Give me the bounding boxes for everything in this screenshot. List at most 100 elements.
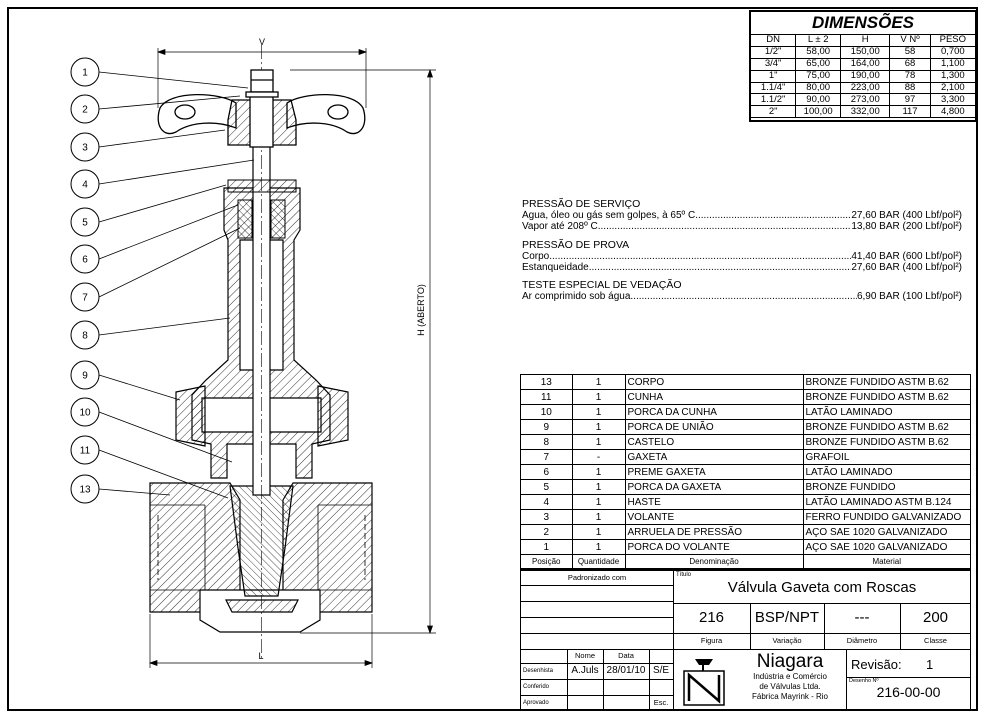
callout-bubble: 6 [70, 204, 239, 274]
company-line-1: Indústria e Comércio [753, 672, 827, 681]
parts-cell: FERRO FUNDIDO GALVANIZADO [802, 509, 970, 525]
parts-cell: PORCA DO VOLANTE [624, 539, 804, 555]
title-block: Padronizado com Título Válvula Gaveta co… [520, 570, 971, 711]
dim-cell: 332,00 [840, 105, 891, 119]
callout-leader [98, 184, 227, 223]
date-header: Data [618, 651, 634, 660]
parts-cell: 7 [521, 449, 573, 465]
note-value: 13,80 BAR (200 Lbf/pol²) [851, 221, 962, 233]
dimensions-table: DIMENSÕES DN L ± 2 H V Nº PESO 1/2"58,00… [749, 10, 977, 122]
handwheel [157, 69, 366, 148]
callout-circle [70, 244, 100, 274]
company-name: Niagara [756, 651, 824, 672]
dim-cell: 1,300 [929, 69, 975, 83]
parts-cell: 1 [521, 539, 573, 555]
callout-number: 4 [82, 180, 88, 191]
callout-number: 7 [82, 293, 88, 304]
parts-cell: 1 [571, 389, 626, 405]
callout-number: 8 [82, 331, 88, 342]
dim-cell: 1,100 [929, 57, 975, 71]
callout-bubble: 4 [70, 159, 255, 199]
diameter-label: Diâmetro [846, 636, 878, 645]
callout-circle [70, 435, 100, 465]
dim-cell: 97 [889, 93, 931, 107]
dim-cell: 78 [889, 69, 931, 83]
parts-cell: LATÃO LAMINADO ASTM B.124 [802, 494, 970, 510]
callout-number: 3 [82, 143, 88, 154]
callout-bubble: 3 [70, 129, 226, 162]
diameter-value: --- [854, 609, 870, 626]
note-value: 27,60 BAR (400 Lbf/pol²) [851, 262, 962, 274]
variation-label: Variação [772, 636, 802, 645]
company-line-2: de Válvulas Ltda. [759, 682, 821, 691]
note-value: 41,40 BAR (600 Lbf/pol²) [851, 250, 962, 262]
note-leader-dots [589, 262, 852, 273]
note-leader-dots [695, 210, 851, 221]
callout-circle [70, 397, 100, 427]
parts-header: Quantidade [571, 554, 626, 569]
parts-cell: - [571, 449, 626, 465]
callout-leader [98, 374, 181, 401]
dim-cell: 1/2" [751, 45, 797, 59]
parts-cell: 3 [521, 509, 573, 525]
title-label: Título [676, 572, 692, 578]
callout-leader [98, 95, 241, 110]
parts-cell: 4 [521, 494, 573, 510]
figure-value: 216 [698, 609, 725, 626]
parts-cell: 1 [571, 479, 626, 495]
parts-cell: BRONZE FUNDIDO ASTM B.62 [802, 434, 970, 450]
drawing-sheet [7, 7, 978, 711]
callout-number: 9 [82, 371, 88, 382]
parts-cell: 1 [571, 539, 626, 555]
parts-cell: BRONZE FUNDIDO [802, 479, 970, 495]
parts-cell: GAXETA [624, 449, 804, 465]
parts-cell: 11 [521, 389, 573, 405]
parts-cell: 1 [571, 419, 626, 435]
callout-bubble: 13 [70, 474, 171, 504]
dim-cell: 1" [751, 69, 797, 83]
dim-v-label: V [259, 37, 265, 47]
parts-cell: 2 [521, 524, 573, 540]
note-label: Água, óleo ou gás sem golpes, à 65º C [522, 210, 696, 222]
callout-circle [70, 169, 100, 199]
callout-circle [70, 474, 100, 504]
callout-bubble: 2 [70, 94, 241, 124]
dim-cell: 3,300 [929, 93, 975, 107]
parts-cell: CASTELO [624, 434, 804, 450]
parts-cell: 1 [571, 509, 626, 525]
parts-cell: AÇO SAE 1020 GALVANIZADO [802, 539, 970, 555]
note-label: Corpo [522, 250, 550, 262]
checked-label: Conferido [523, 684, 550, 690]
dim-header: PESO [929, 35, 975, 47]
dim-cell: 80,00 [795, 81, 842, 95]
parts-cell: 10 [521, 404, 573, 420]
parts-cell: 1 [571, 464, 626, 480]
callout-number: 13 [79, 485, 91, 496]
dim-cell: 88 [889, 81, 931, 95]
dim-cell: 164,00 [840, 57, 891, 71]
standard-label: Padronizado com [567, 573, 627, 582]
callout-bubble: 1 [70, 57, 249, 89]
callout-leader [98, 449, 229, 499]
parts-cell: BRONZE FUNDIDO ASTM B.62 [802, 375, 970, 390]
dim-header: H [840, 35, 891, 47]
callout-leader [98, 488, 171, 496]
parts-cell: PORCA DA GAXETA [624, 479, 804, 495]
company-line-3: Fábrica Mayrink - Rio [751, 692, 828, 701]
parts-header: Denominação [624, 554, 804, 569]
dim-cell: 65,00 [795, 57, 842, 71]
parts-cell: 9 [521, 419, 573, 435]
parts-cell: 6 [521, 464, 573, 480]
dim-cell: 58,00 [795, 45, 842, 59]
parts-header: Material [802, 554, 970, 569]
